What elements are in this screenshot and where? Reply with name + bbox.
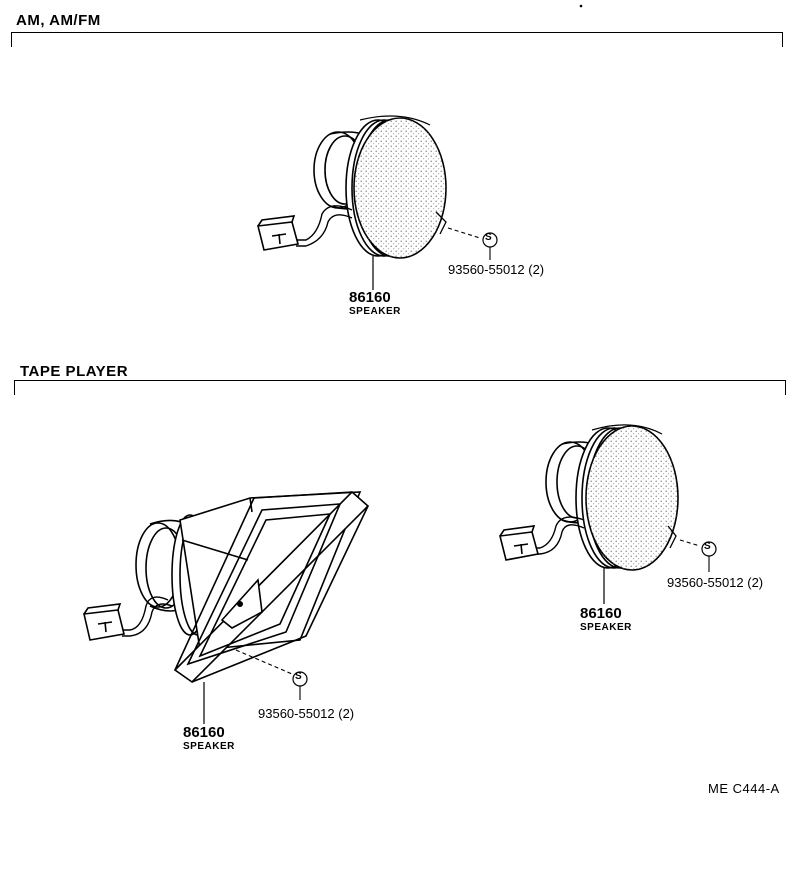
screw-part-number: 93560-55012 (2) bbox=[667, 575, 764, 590]
speaker-part-number: 86160 bbox=[580, 605, 622, 622]
speaker-round-tape-player bbox=[499, 424, 717, 604]
screw-symbol: S bbox=[295, 671, 302, 682]
screw-symbol: S bbox=[704, 541, 711, 552]
screw-part-number: 93560-55012 (2) bbox=[258, 706, 355, 721]
section-title-am-fm: AM, AM/FM bbox=[16, 12, 101, 29]
speaker-round-am-fm bbox=[257, 115, 498, 290]
section-title-tape-player: TAPE PLAYER bbox=[20, 363, 129, 380]
speaker-part-number: 86160 bbox=[349, 289, 391, 306]
speaker-part-name: SPEAKER bbox=[349, 306, 401, 317]
speaker-part-name: SPEAKER bbox=[183, 741, 235, 752]
scan-speck bbox=[579, 4, 583, 8]
speaker-part-name: SPEAKER bbox=[580, 622, 632, 633]
screw-symbol: S bbox=[485, 232, 492, 243]
section-bracket-tape-player bbox=[14, 380, 786, 395]
screw-part-number: 93560-55012 (2) bbox=[448, 262, 545, 277]
diagram-code: ME C444-A bbox=[708, 781, 780, 796]
speaker-rectangular-tape-player bbox=[83, 490, 370, 724]
speaker-part-number: 86160 bbox=[183, 724, 225, 741]
section-bracket-am-fm bbox=[11, 32, 783, 47]
